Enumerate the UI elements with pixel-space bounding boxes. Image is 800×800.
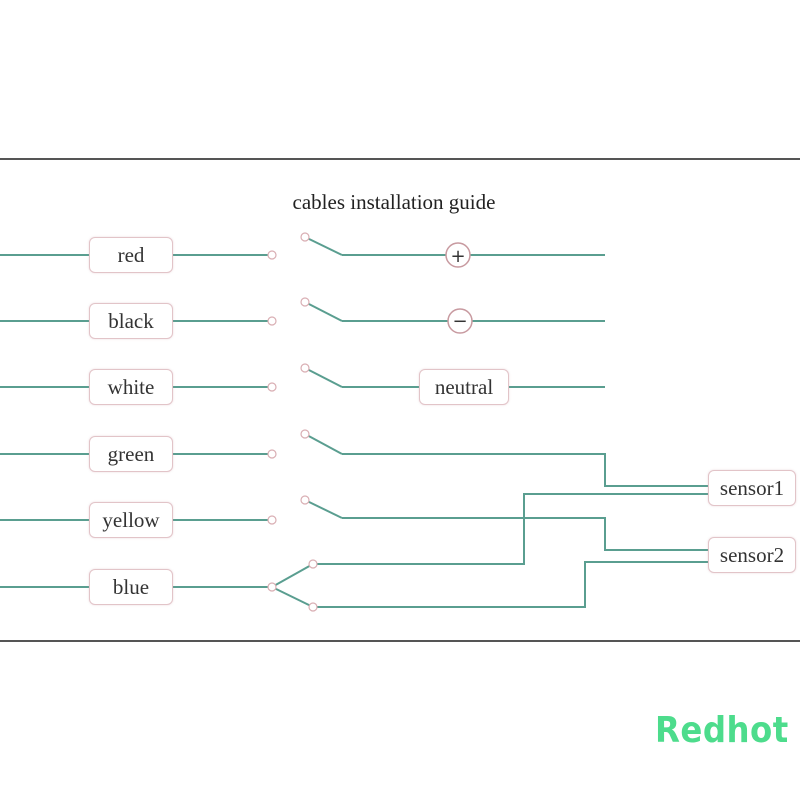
- sensor1-label: sensor1: [708, 470, 796, 506]
- positive-label: +: [450, 246, 465, 267]
- terminal-red-switch: [300, 232, 310, 242]
- sensor2-label: sensor2: [708, 537, 796, 573]
- wire-label-white: white: [89, 369, 173, 405]
- terminal-blue-in: [267, 582, 277, 592]
- negative-label: −: [452, 311, 467, 332]
- terminal-green-switch: [300, 429, 310, 439]
- wire-label-green: green: [89, 436, 173, 472]
- wire-label-yellow: yellow: [89, 502, 173, 538]
- terminal-white-in: [267, 382, 277, 392]
- terminal-green-in: [267, 449, 277, 459]
- terminal-black-in: [267, 316, 277, 326]
- terminal-black-switch: [300, 297, 310, 307]
- terminal-yellow-in: [267, 515, 277, 525]
- terminal-red-in: [267, 250, 277, 260]
- neutral-label: neutral: [419, 369, 509, 405]
- positive-symbol: +: [445, 242, 471, 268]
- diagram-title: cables installation guide: [292, 190, 496, 214]
- wire-label-blue: blue: [89, 569, 173, 605]
- terminal-blue-branch-2: [308, 602, 318, 612]
- wire-label-black: black: [89, 303, 173, 339]
- terminal-blue-branch-1: [308, 559, 318, 569]
- watermark-text: Redhot: [655, 710, 789, 751]
- terminal-white-switch: [300, 363, 310, 373]
- negative-symbol: −: [447, 308, 473, 334]
- terminal-yellow-switch: [300, 495, 310, 505]
- wire-label-red: red: [89, 237, 173, 273]
